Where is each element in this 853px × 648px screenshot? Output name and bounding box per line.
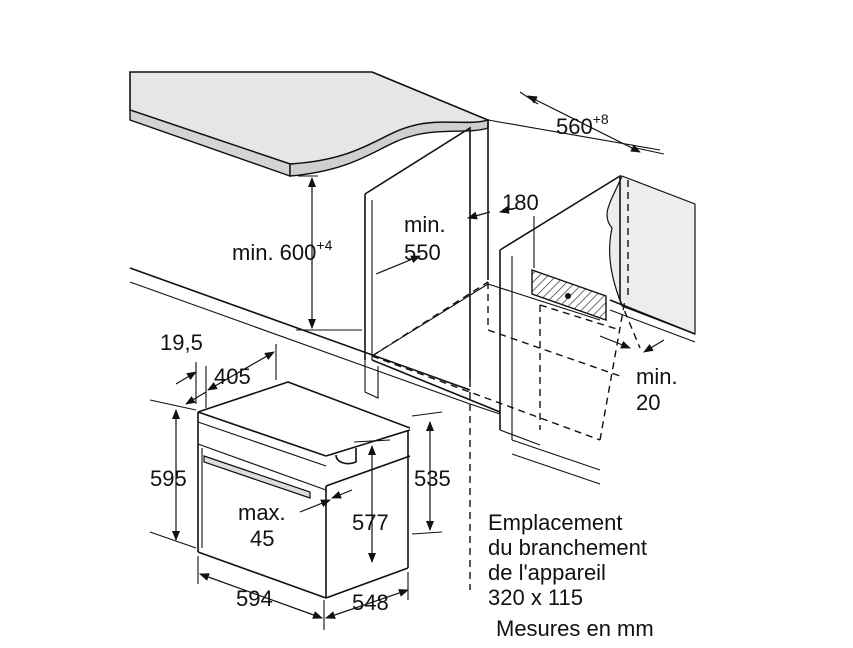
label-548: 548 — [352, 590, 389, 615]
side-wall — [606, 175, 696, 343]
label-595: 595 — [150, 466, 187, 491]
label-180: 180 — [502, 190, 539, 215]
label-405: 405 — [214, 364, 251, 389]
connection-zone — [531, 216, 607, 321]
oven — [197, 381, 411, 599]
connection-note: Emplacement du branchement de l'appareil… — [488, 510, 647, 610]
label-min-550-line2: 550 — [404, 240, 441, 265]
dimension-lines — [149, 91, 665, 630]
label-535: 535 — [414, 466, 451, 491]
label-min-20-line2: 20 — [636, 390, 660, 415]
label-min-550-line1: min. — [404, 212, 446, 237]
label-min-600: min. 600+4 — [232, 237, 333, 265]
hidden-lines — [371, 180, 641, 590]
dimension-labels: 560+8 180 min. 550 min. 600+4 19,5 405 5… — [150, 111, 678, 615]
label-577: 577 — [352, 510, 389, 535]
connection-note-line3: de l'appareil — [488, 560, 606, 585]
connection-note-line2: du branchement — [488, 535, 647, 560]
countertop — [129, 71, 491, 177]
connection-note-line4: 320 x 115 — [488, 585, 583, 610]
label-max-45-line1: max. — [238, 500, 286, 525]
label-min-20-line1: min. — [636, 364, 678, 389]
label-max-45-line2: 45 — [250, 526, 274, 551]
label-594: 594 — [236, 586, 273, 611]
units-note: Mesures en mm — [496, 616, 654, 641]
connection-note-line1: Emplacement — [488, 510, 623, 535]
label-19-5: 19,5 — [160, 330, 203, 355]
label-560: 560+8 — [556, 111, 609, 139]
